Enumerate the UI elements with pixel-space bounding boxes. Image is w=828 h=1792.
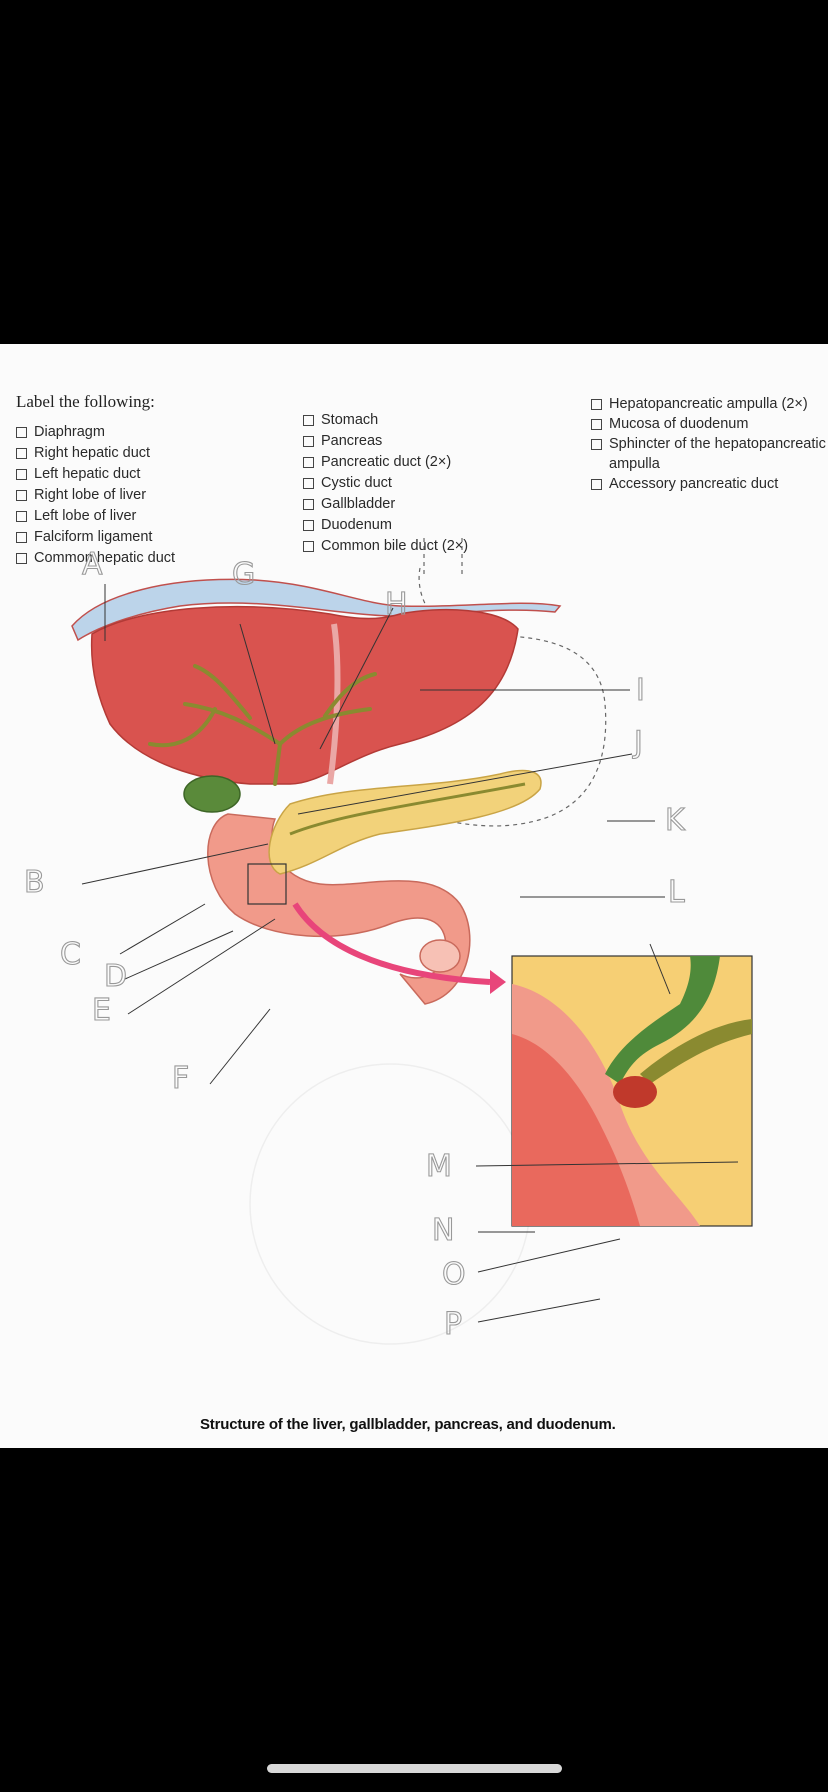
worksheet-page: Label the following: Diaphragm Right hep… xyxy=(0,344,828,1448)
gallbladder xyxy=(184,776,240,812)
letter-i: I xyxy=(636,673,645,708)
letter-n: N xyxy=(432,1213,454,1248)
letter-f: F xyxy=(172,1061,189,1096)
anatomy-diagram: A B C D E F G H I J K L M N O P xyxy=(0,344,828,1448)
letter-a: A xyxy=(82,547,103,582)
letter-k: K xyxy=(665,803,686,838)
letter-o: O xyxy=(442,1257,466,1292)
letter-e: E xyxy=(92,993,111,1028)
letter-h: H xyxy=(385,587,408,622)
liver xyxy=(92,607,518,784)
home-indicator-bar[interactable] xyxy=(267,1764,562,1773)
jejunum-opening xyxy=(420,940,460,972)
inset-detail xyxy=(512,956,752,1226)
letter-j: J xyxy=(632,725,643,760)
esophagus-outline xyxy=(424,534,462,574)
figure-caption: Structure of the liver, gallbladder, pan… xyxy=(200,1416,616,1433)
letter-m: M xyxy=(426,1149,452,1184)
letter-d: D xyxy=(104,959,127,994)
faint-guide-circle xyxy=(250,1064,530,1344)
letter-b: B xyxy=(24,865,45,900)
letter-c: C xyxy=(60,937,81,972)
letter-l: L xyxy=(668,875,685,910)
letter-p: P xyxy=(444,1307,462,1342)
inset-ampulla xyxy=(613,1076,657,1108)
letter-g: G xyxy=(232,557,255,592)
pancreas xyxy=(269,770,541,874)
arrow-head-icon xyxy=(490,970,506,994)
